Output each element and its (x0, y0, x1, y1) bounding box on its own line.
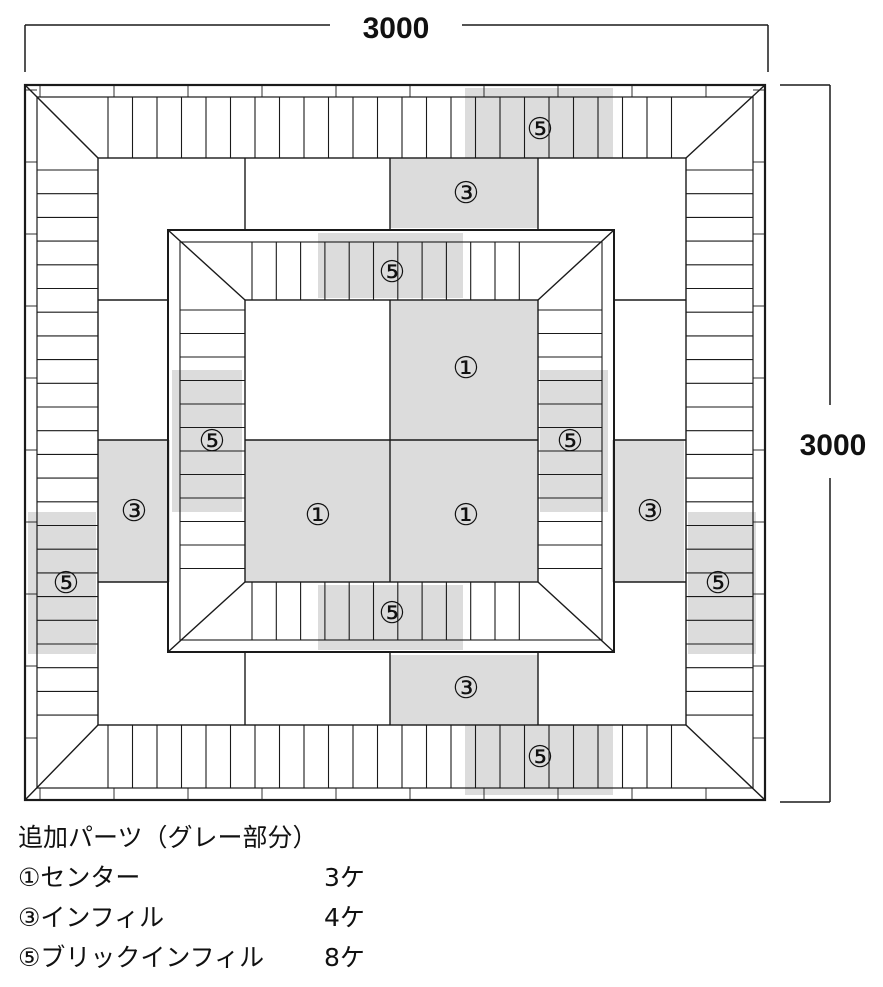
badge-layer: ⑤ ⑤ ⑤ ⑤ ⑤ ⑤ ⑤ ⑤ ③ ③ ③ ③ ① ① ① (53, 112, 732, 775)
badge-brick: ⑤ (527, 740, 554, 775)
center-top-right-fill (390, 300, 538, 440)
infill-top-fill (390, 158, 538, 228)
badge-brick: ⑤ (379, 596, 406, 631)
badge-brick: ⑤ (199, 424, 226, 459)
corner-miter (36, 96, 99, 159)
gray-fill-layer (25, 85, 765, 800)
badge-infill: ③ (121, 494, 148, 529)
inner-brick-bottom-fill (318, 585, 463, 650)
center-bottom-right-fill (390, 440, 538, 582)
legend-item-count: 3ケ (324, 863, 365, 892)
legend-title: 追加パーツ（グレー部分） (18, 823, 318, 852)
badge-infill: ③ (453, 671, 480, 706)
legend-item-name: ①センター (18, 863, 141, 892)
badge-infill: ③ (453, 176, 480, 211)
outer-strip-inner-edge (97, 157, 687, 726)
corner-miter (537, 581, 615, 653)
infill-right-fill (612, 440, 684, 582)
legend-item-count: 8ケ (324, 943, 365, 972)
outer-brick-bottom-fill (465, 725, 613, 795)
legend-row-center: ①センター 3ケ (18, 858, 365, 898)
badge-center: ① (305, 498, 332, 533)
legend: 追加パーツ（グレー部分） ①センター 3ケ ③インフィル 4ケ ⑤ブリックインフィル… (18, 818, 365, 978)
outer-brick-left-fill (28, 512, 96, 654)
outer-frame (23, 83, 767, 802)
outer-brick-right-fill (688, 512, 756, 654)
legend-item-name: ③インフィル (18, 903, 165, 932)
outer-brick-top-fill (465, 88, 613, 158)
inner-frame (167, 229, 615, 653)
corner-miter (537, 229, 615, 301)
badge-center: ① (453, 498, 480, 533)
badge-brick: ⑤ (705, 566, 732, 601)
badge-brick: ⑤ (527, 112, 554, 147)
corner-miter (685, 84, 766, 159)
infill-bottom-fill (390, 655, 538, 725)
badge-brick: ⑤ (379, 255, 406, 290)
corner-miter (167, 229, 246, 301)
legend-item-name: ⑤ブリックインフィル (18, 943, 265, 972)
width-dimension-label: 3000 (363, 12, 430, 45)
center-bottom-left-fill (245, 440, 390, 582)
corner-miter (24, 724, 99, 801)
badge-infill: ③ (637, 494, 664, 529)
inner-frame-inner (179, 241, 603, 641)
legend-item-count: 4ケ (324, 903, 365, 932)
inner-brick-right-fill (540, 370, 608, 512)
legend-row-brick-infill: ⑤ブリックインフィル 8ケ (18, 938, 365, 978)
height-dimension: 3000 (780, 84, 867, 803)
outer-frame-inner (36, 96, 754, 789)
width-dimension: 3000 (24, 12, 769, 72)
corner-miter (685, 724, 766, 801)
height-dimension-label: 3000 (800, 429, 867, 462)
center-area (244, 299, 539, 583)
badge-brick: ⑤ (53, 566, 80, 601)
badge-brick: ⑤ (557, 424, 584, 459)
infill-left-fill (98, 440, 170, 582)
legend-row-infill: ③インフィル 4ケ (18, 898, 365, 938)
inner-brick-top-fill (318, 233, 463, 298)
corner-miter (167, 581, 246, 653)
stripe-layer (25, 85, 765, 800)
inner-brick-left-fill (172, 370, 242, 512)
floor-plan-diagram: ⑤ ⑤ ⑤ ⑤ ⑤ ⑤ ⑤ ⑤ ③ ③ ③ ③ ① ① ① 3000 3000 (23, 12, 867, 803)
outline-layer (23, 83, 767, 802)
badge-center: ① (453, 351, 480, 386)
